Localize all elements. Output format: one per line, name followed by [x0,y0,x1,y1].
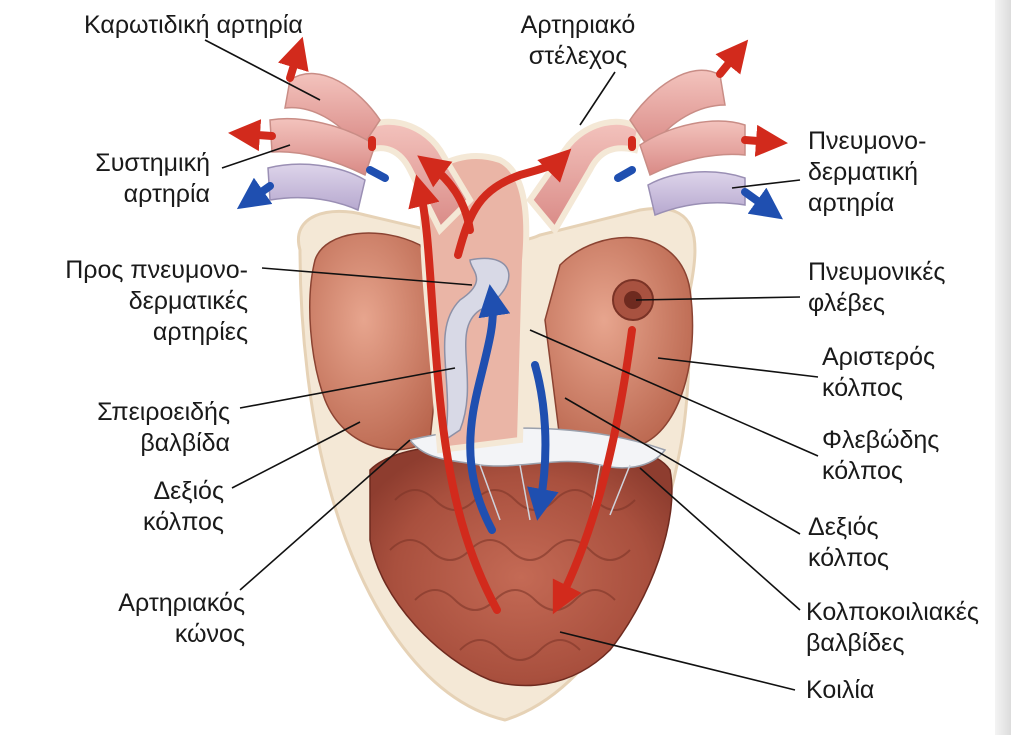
right-pulmocutaneous-vessel [648,172,745,215]
label-right-atrium-left: Δεξιός κόλπος [60,476,224,538]
label-carotid-artery: Καρωτιδική αρτηρία [84,10,303,41]
label-pulmonary-veins: Πνευμονικές φλέβες [808,257,945,319]
page-edge-shadow [995,0,1011,735]
left-pulmocutaneous-vessel [268,164,365,210]
label-right-atrium-right: Δεξιός κόλπος [808,512,889,574]
label-truncus-arteriosus: Αρτηριακό στέλεχος [498,10,658,72]
label-left-atrium: Αριστερός κόλπος [822,342,935,404]
label-av-valves: Κολποκοιλιακές βαλβίδες [806,597,979,659]
label-spiral-valve: Σπειροειδής βαλβίδα [20,397,230,459]
label-systemic-artery: Συστημική αρτηρία [40,148,210,210]
label-to-pulmocutaneous-arteries: Προς πνευμονο- δερματικές αρτηρίες [8,255,248,348]
label-pulmocutaneous-artery: Πνευμονο- δερματική αρτηρία [808,126,926,219]
label-ventricle: Κοιλία [806,675,874,706]
label-conus-arteriosus: Αρτηριακός κώνος [30,588,245,650]
label-sinus-venosus: Φλεβώδης κόλπος [822,425,939,487]
